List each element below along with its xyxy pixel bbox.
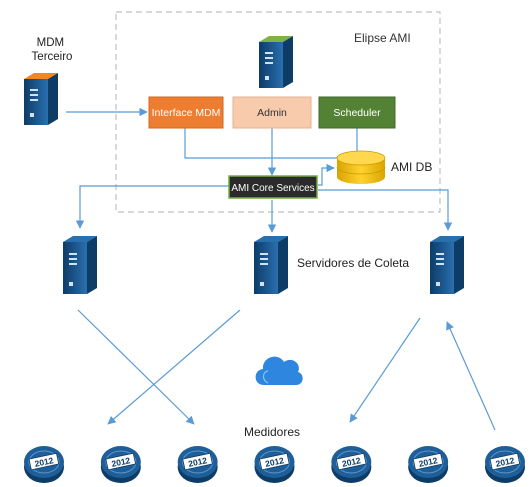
collector-server-left-icon <box>63 236 97 294</box>
elipse-ami-label: Elipse AMI <box>354 31 411 45</box>
mdm-server-icon <box>24 73 58 125</box>
interface-mdm-label: Interface MDM <box>152 107 221 119</box>
core-to-right-collector-arrow <box>318 189 453 231</box>
ami-db-label: AMI DB <box>391 160 432 174</box>
meter-display-text: 2012 <box>34 455 55 469</box>
elipse-ami-boundary <box>115 11 441 213</box>
meter-display-text: 2012 <box>111 455 132 469</box>
meter-display-text: 2012 <box>187 455 208 469</box>
scheduler-module: Scheduler <box>318 96 396 129</box>
meter-display-text: 2012 <box>341 455 362 469</box>
database-cylinder-icon <box>336 150 386 184</box>
center-collector-to-meter-arrow <box>107 309 241 425</box>
collector-server-center-icon <box>254 236 288 294</box>
meter-icon: 2012 <box>408 446 449 483</box>
meter-display-text: 2012 <box>264 455 285 469</box>
ami-core-services: AMI Core Services <box>228 175 318 199</box>
interface-to-core-line <box>184 128 272 159</box>
meter-icon: 2012 <box>177 446 218 483</box>
cloud-icon <box>255 356 303 385</box>
meter-to-right-collector-arrow <box>446 321 496 431</box>
right-collector-to-meter-arrow <box>349 317 421 423</box>
meter-display-text: 2012 <box>495 455 516 469</box>
left-collector-to-meter-arrow <box>77 309 195 425</box>
elipse-ami-server-icon <box>259 36 293 88</box>
meters-row: 2012 2012 2012 2012 2012 2012 2012 <box>24 446 525 483</box>
core-to-db-arrow <box>318 163 335 186</box>
connectors <box>66 107 496 431</box>
servidores-de-coleta-label: Servidores de Coleta <box>297 256 409 270</box>
collector-server-right-icon <box>430 236 464 294</box>
medidores-label: Medidores <box>244 425 300 439</box>
admin-label: Admin <box>257 107 287 119</box>
meter-icon: 2012 <box>100 446 141 483</box>
meter-display-text: 2012 <box>418 455 439 469</box>
admin-module: Admin <box>232 96 312 129</box>
meter-icon: 2012 <box>485 446 525 483</box>
core-to-left-collector-arrow <box>75 185 230 229</box>
interface-mdm-module: Interface MDM <box>148 96 224 129</box>
mdm-terceiro-label: MDM Terceiro <box>32 37 73 63</box>
ami-core-services-label: AMI Core Services <box>231 183 314 194</box>
scheduler-label: Scheduler <box>333 107 381 119</box>
meter-icon: 2012 <box>331 446 372 483</box>
meter-icon: 2012 <box>254 446 295 483</box>
meter-icon: 2012 <box>24 446 64 483</box>
